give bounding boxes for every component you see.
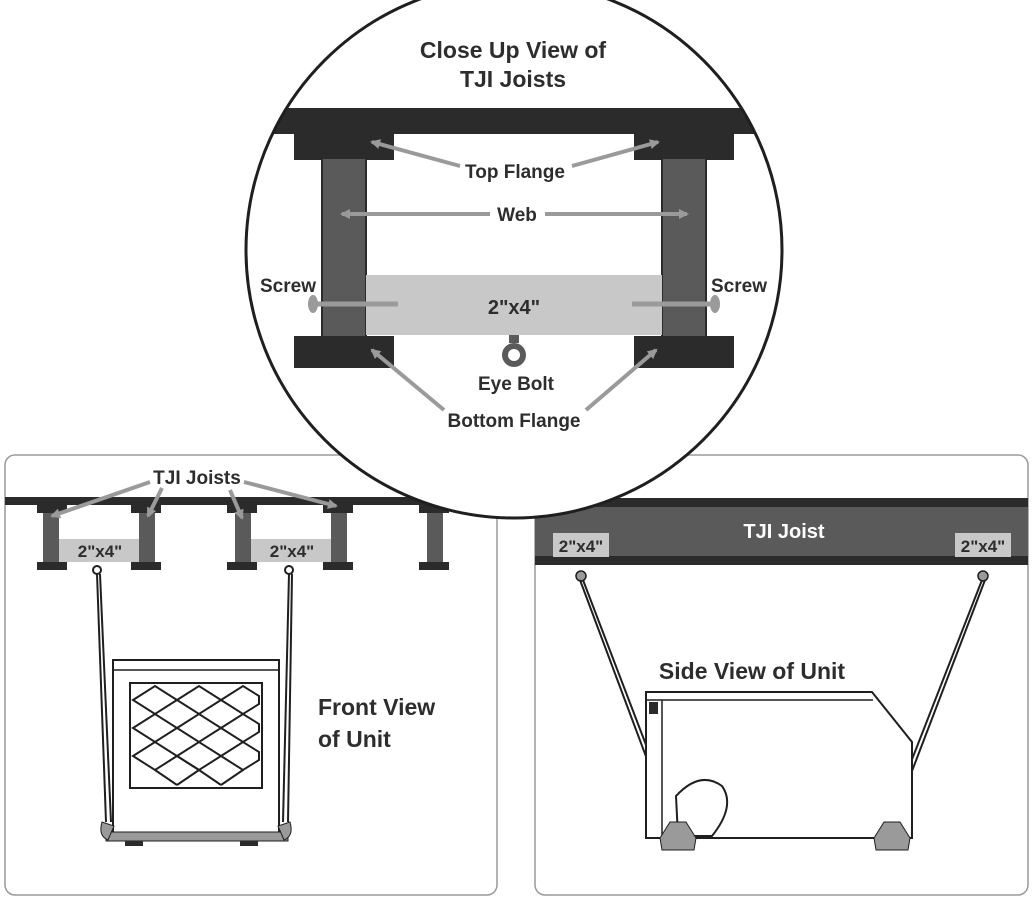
arrow-bottom-flange-left <box>370 348 446 412</box>
arrow-joist-3 <box>228 489 244 520</box>
front-cable-left-a <box>96 573 107 823</box>
front-board-right-label: 2"x4" <box>270 542 314 561</box>
front-ceiling <box>5 497 497 505</box>
closeup-view: 2"x4" Screw Screw Eye Bolt Close Up View… <box>244 0 784 520</box>
side-board-right-label: 2"x4" <box>961 537 1005 556</box>
closeup-left-top-flange <box>294 132 394 160</box>
closeup-bottom-flange-label: Bottom Flange <box>448 411 581 432</box>
front-board-right <box>251 539 331 562</box>
side-title: Side View of Unit <box>659 658 845 684</box>
closeup-screw-left-label: Screw <box>260 276 316 297</box>
side-board-left <box>553 533 609 557</box>
front-board-left-label: 2"x4" <box>78 542 122 561</box>
arrow-top-flange-left <box>370 139 461 168</box>
closeup-right-web <box>661 157 707 339</box>
closeup-top-flange-label: Top Flange <box>465 162 565 183</box>
closeup-screw-left <box>308 295 398 313</box>
front-unit <box>100 659 292 846</box>
side-unit <box>645 691 913 851</box>
front-grille-lattice <box>131 684 260 786</box>
closeup-eye-bolt-label: Eye Bolt <box>478 374 555 395</box>
front-joist-5 <box>419 505 449 570</box>
front-view-panel: 2"x4" 2"x4" TJI Joists <box>4 454 498 896</box>
front-grille <box>129 682 263 789</box>
closeup-board-label: 2"x4" <box>488 297 540 319</box>
closeup-right-bottom-flange <box>634 336 734 368</box>
side-board-left-label: 2"x4" <box>559 537 603 556</box>
closeup-screw-right-label: Screw <box>711 276 767 297</box>
front-title-line1: Front View <box>318 694 435 720</box>
closeup-eye-bolt <box>502 335 526 367</box>
front-board-left <box>59 539 139 562</box>
front-joists-label: TJI Joists <box>153 468 241 489</box>
side-view-panel: TJI Joist 2"x4" 2"x4" Side View of Unit <box>534 454 1029 896</box>
side-joist-top-flange <box>535 498 1028 507</box>
side-eye-bolt-left <box>575 570 587 582</box>
closeup-left-bottom-flange <box>294 336 394 368</box>
front-cable-right-a <box>282 573 290 823</box>
front-title-line2: of Unit <box>318 726 391 752</box>
closeup-title-line1: Close Up View of <box>420 37 607 63</box>
side-unit-duct <box>674 778 729 837</box>
closeup-circle-border <box>244 0 784 520</box>
front-joist-4 <box>323 505 353 570</box>
arrow-joist-2 <box>146 487 164 518</box>
closeup-ceiling <box>246 108 782 134</box>
arrow-joist-4 <box>243 480 338 509</box>
front-cable-right-b <box>287 573 293 823</box>
closeup-left-web <box>321 157 367 339</box>
arrow-bottom-flange-right <box>584 348 658 412</box>
side-joist-label: TJI Joist <box>743 521 824 543</box>
side-joist-web <box>535 507 1028 557</box>
side-eye-bolt-right <box>977 570 989 582</box>
arrow-joist-1 <box>50 480 151 519</box>
side-board-right <box>955 533 1011 557</box>
closeup-web-label: Web <box>497 205 537 226</box>
front-joist-2 <box>131 505 161 570</box>
closeup-screw-right <box>632 295 720 313</box>
front-cable-left-b <box>99 573 112 823</box>
closeup-title-line2: TJI Joists <box>460 66 566 92</box>
closeup-board <box>366 275 662 335</box>
arrow-top-flange-right <box>571 139 660 168</box>
side-joist-bottom-flange <box>535 556 1028 565</box>
